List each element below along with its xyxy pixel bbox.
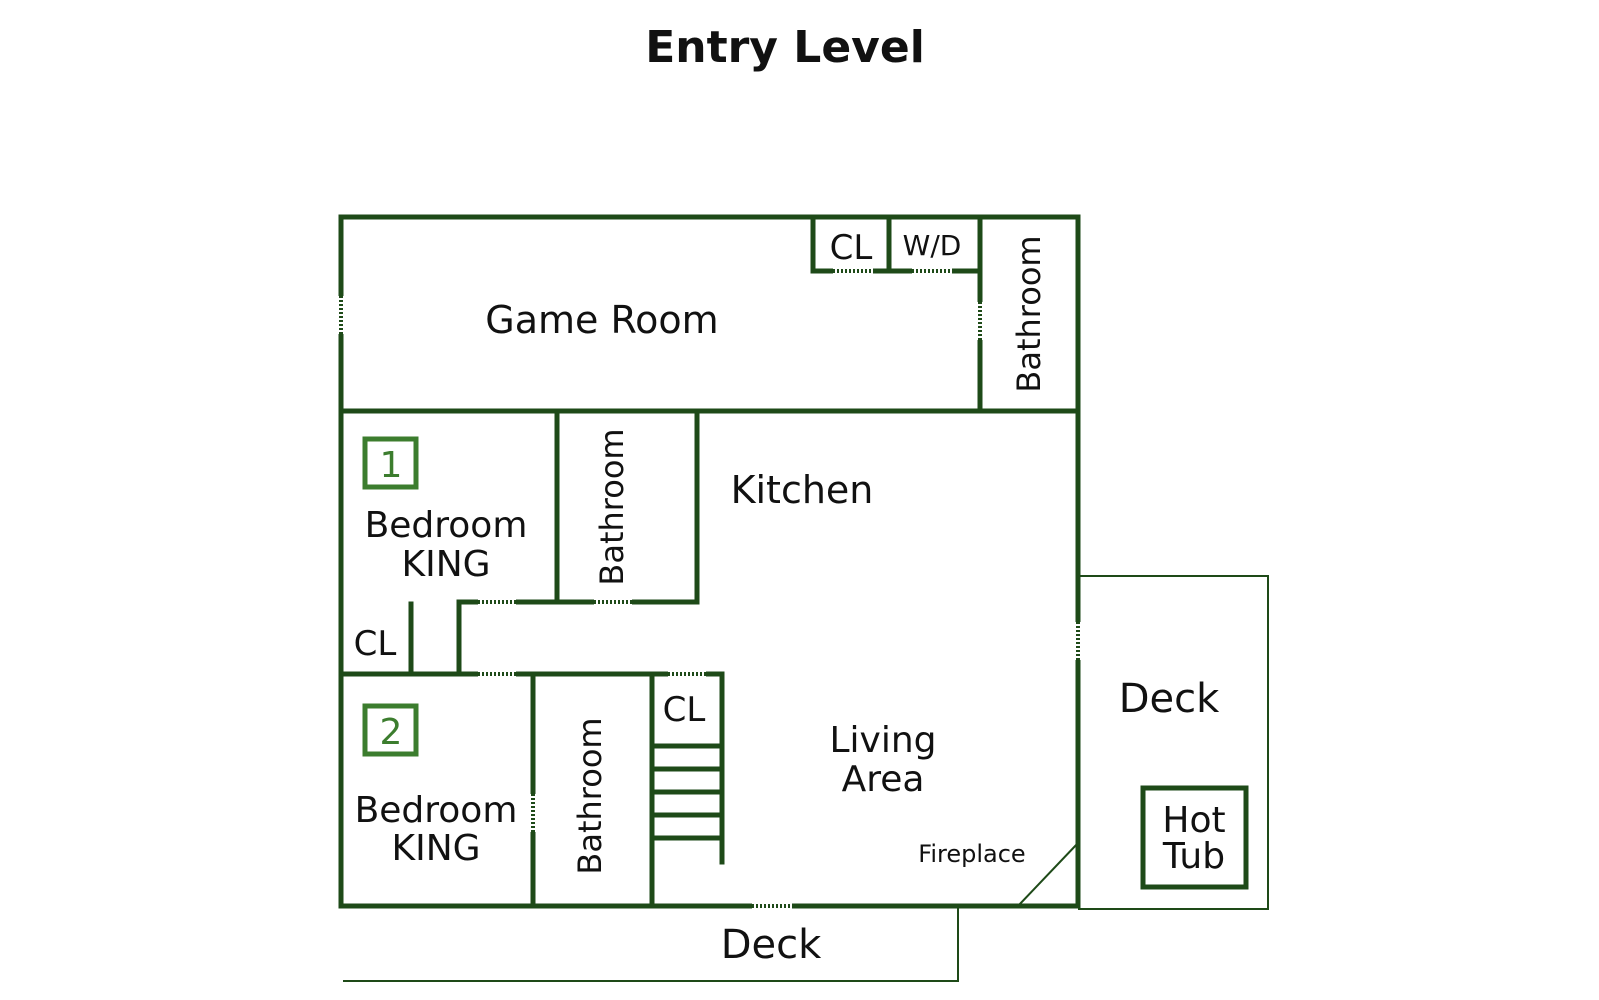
bedroom2-number-badge	[362, 703, 419, 757]
door-stair-closet	[668, 670, 706, 679]
stair-treads	[652, 743, 722, 841]
game-room-label: Game Room	[485, 298, 718, 342]
living-area-label-line2: Area	[842, 759, 925, 800]
side-deck-outline	[1078, 575, 1269, 910]
door-closet-top	[833, 267, 873, 276]
hot-tub-label-line2: Tub	[1162, 836, 1225, 877]
side-deck-label: Deck	[1119, 676, 1220, 722]
door-game-room-west	[337, 296, 346, 334]
door-hall-to-bedroom2	[478, 670, 516, 679]
bathroom-mid-label: Bathroom	[593, 428, 631, 585]
exterior-walls	[338, 214, 1081, 909]
closet-top-label: CL	[830, 228, 873, 268]
bathroom-low-label: Bathroom	[571, 717, 609, 874]
bedroom2-name-label: Bedroom	[355, 790, 518, 831]
bedroom2-number: 2	[380, 712, 403, 753]
washer-dryer-label: W/D	[903, 229, 962, 262]
closet-bedroom1-label: CL	[354, 624, 397, 664]
bedroom2-bed-label: KING	[391, 828, 480, 869]
hot-tub-label-line1: Hot	[1162, 800, 1225, 841]
kitchen-label: Kitchen	[731, 468, 874, 512]
door-openings[interactable]	[337, 267, 1083, 911]
door-bathroom-mid	[594, 598, 632, 607]
bedroom1-name-label: Bedroom	[365, 505, 528, 546]
door-to-bottom-deck	[752, 902, 792, 911]
hot-tub	[1140, 785, 1249, 890]
interior-walls	[338, 214, 1081, 909]
bathroom-top-label: Bathroom	[1010, 235, 1048, 392]
door-bedroom1	[478, 598, 516, 607]
bedroom1-number: 1	[380, 445, 403, 486]
fireplace-label: Fireplace	[918, 840, 1025, 868]
plan-title: Entry Level	[645, 22, 925, 73]
bottom-deck-label: Deck	[721, 922, 822, 968]
living-area-label-line1: Living	[829, 720, 936, 761]
door-to-side-deck	[1074, 622, 1083, 660]
door-bedroom2-bathroom	[529, 794, 538, 832]
bedroom1-bed-label: KING	[401, 544, 490, 585]
closet-stairs-label: CL	[663, 690, 706, 730]
fireplace-wall	[1017, 842, 1079, 907]
door-washer-dryer	[912, 267, 952, 276]
bedroom1-number-badge	[362, 436, 419, 490]
bottom-deck-outline	[343, 906, 959, 982]
deck-outlines	[343, 575, 1269, 982]
door-top-bathroom	[976, 302, 985, 340]
